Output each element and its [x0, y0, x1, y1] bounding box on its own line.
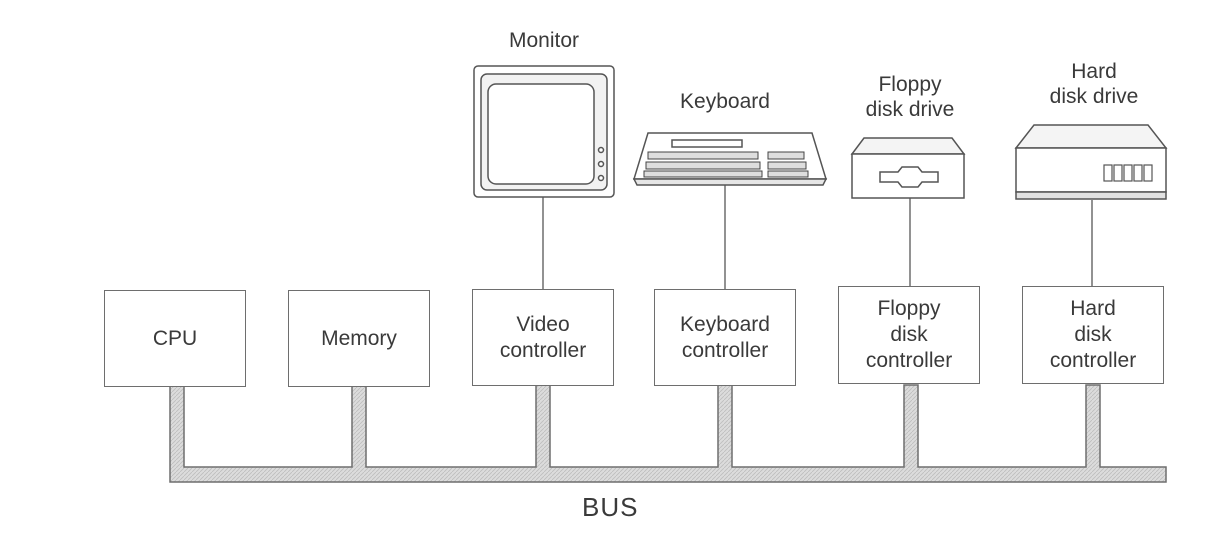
keyboard-icon [632, 132, 828, 186]
hard-drive-icon [1014, 124, 1168, 200]
memory-label: Memory [321, 326, 397, 350]
system-bus [169, 384, 1167, 483]
floppy-controller-box: Floppy disk controller [838, 286, 980, 384]
monitor-icon [473, 65, 615, 198]
monitor-label: Monitor [508, 29, 580, 52]
floppy-controller-label: Floppy disk controller [865, 297, 953, 372]
keyboard-controller-box: Keyboard controller [654, 289, 796, 386]
cpu-box: CPU [104, 290, 246, 387]
floppy-drive-label: Floppy disk drive [865, 73, 955, 121]
floppy-drive-icon [850, 137, 966, 199]
hard-drive-label: Hard disk drive [1049, 60, 1139, 108]
video-controller-label: Video controller [499, 312, 587, 362]
memory-box: Memory [288, 290, 430, 387]
keyboard-controller-label: Keyboard controller [680, 312, 770, 362]
video-controller-box: Video controller [472, 289, 614, 386]
cpu-label: CPU [152, 326, 198, 350]
bus-label: BUS [582, 492, 639, 522]
keyboard-label: Keyboard [680, 90, 770, 113]
hard-disk-controller-box: Hard disk controller [1022, 286, 1164, 384]
hard-disk-controller-label: Hard disk controller [1049, 297, 1137, 372]
